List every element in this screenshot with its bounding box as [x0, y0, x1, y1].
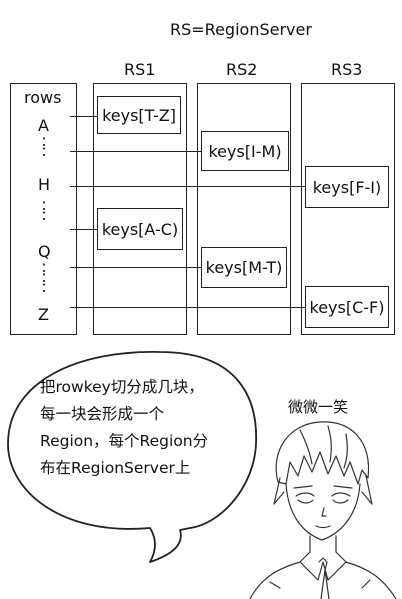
region-box-rs3-f-i: keys[F-I) [305, 166, 389, 208]
column-header-rs3: RS3 [331, 60, 363, 79]
region-box-rs3-c-f: keys[C-F) [305, 286, 389, 328]
diagram-title: RS=RegionServer [170, 20, 312, 39]
anime-character-illustration [249, 421, 397, 599]
row-ellipsis-2: :: [41, 195, 47, 224]
row-label-h: H [38, 175, 51, 194]
speech-line-3: Region，每个Region分 [40, 432, 209, 450]
rows-header: rows [24, 88, 62, 107]
column-header-rs2: RS2 [226, 60, 258, 79]
rows-column [10, 83, 77, 335]
row-label-a: A [38, 116, 49, 135]
column-header-rs1: RS1 [124, 60, 156, 79]
connector-line-4 [70, 229, 98, 230]
region-box-rs2-i-m: keys[I-M) [201, 131, 289, 171]
speech-line-4: 布在RegionServer上 [40, 459, 191, 477]
connector-line-3 [70, 186, 306, 187]
region-box-rs1-a-c: keys[A-C) [97, 208, 183, 250]
region-box-rs2-m-t: keys[M-T) [201, 247, 287, 288]
connector-line-6 [70, 307, 306, 308]
speech-line-2: 每一块会形成一个 [40, 405, 165, 423]
character-caption: 微微一笑 [288, 398, 349, 416]
connector-line-2 [70, 151, 202, 152]
region-box-rs1-t-z: keys[T-Z] [97, 96, 181, 134]
row-ellipsis-1: :: [41, 131, 47, 160]
speech-bubble [7, 351, 258, 563]
row-label-q: Q [38, 242, 51, 261]
connector-line-5 [70, 267, 202, 268]
rs2-column [197, 83, 291, 335]
row-label-z: Z [38, 305, 49, 324]
speech-line-1: 把rowkey切分成几块， [40, 378, 204, 396]
connector-line-1 [70, 116, 98, 117]
row-ellipsis-3: ::: [41, 257, 47, 296]
